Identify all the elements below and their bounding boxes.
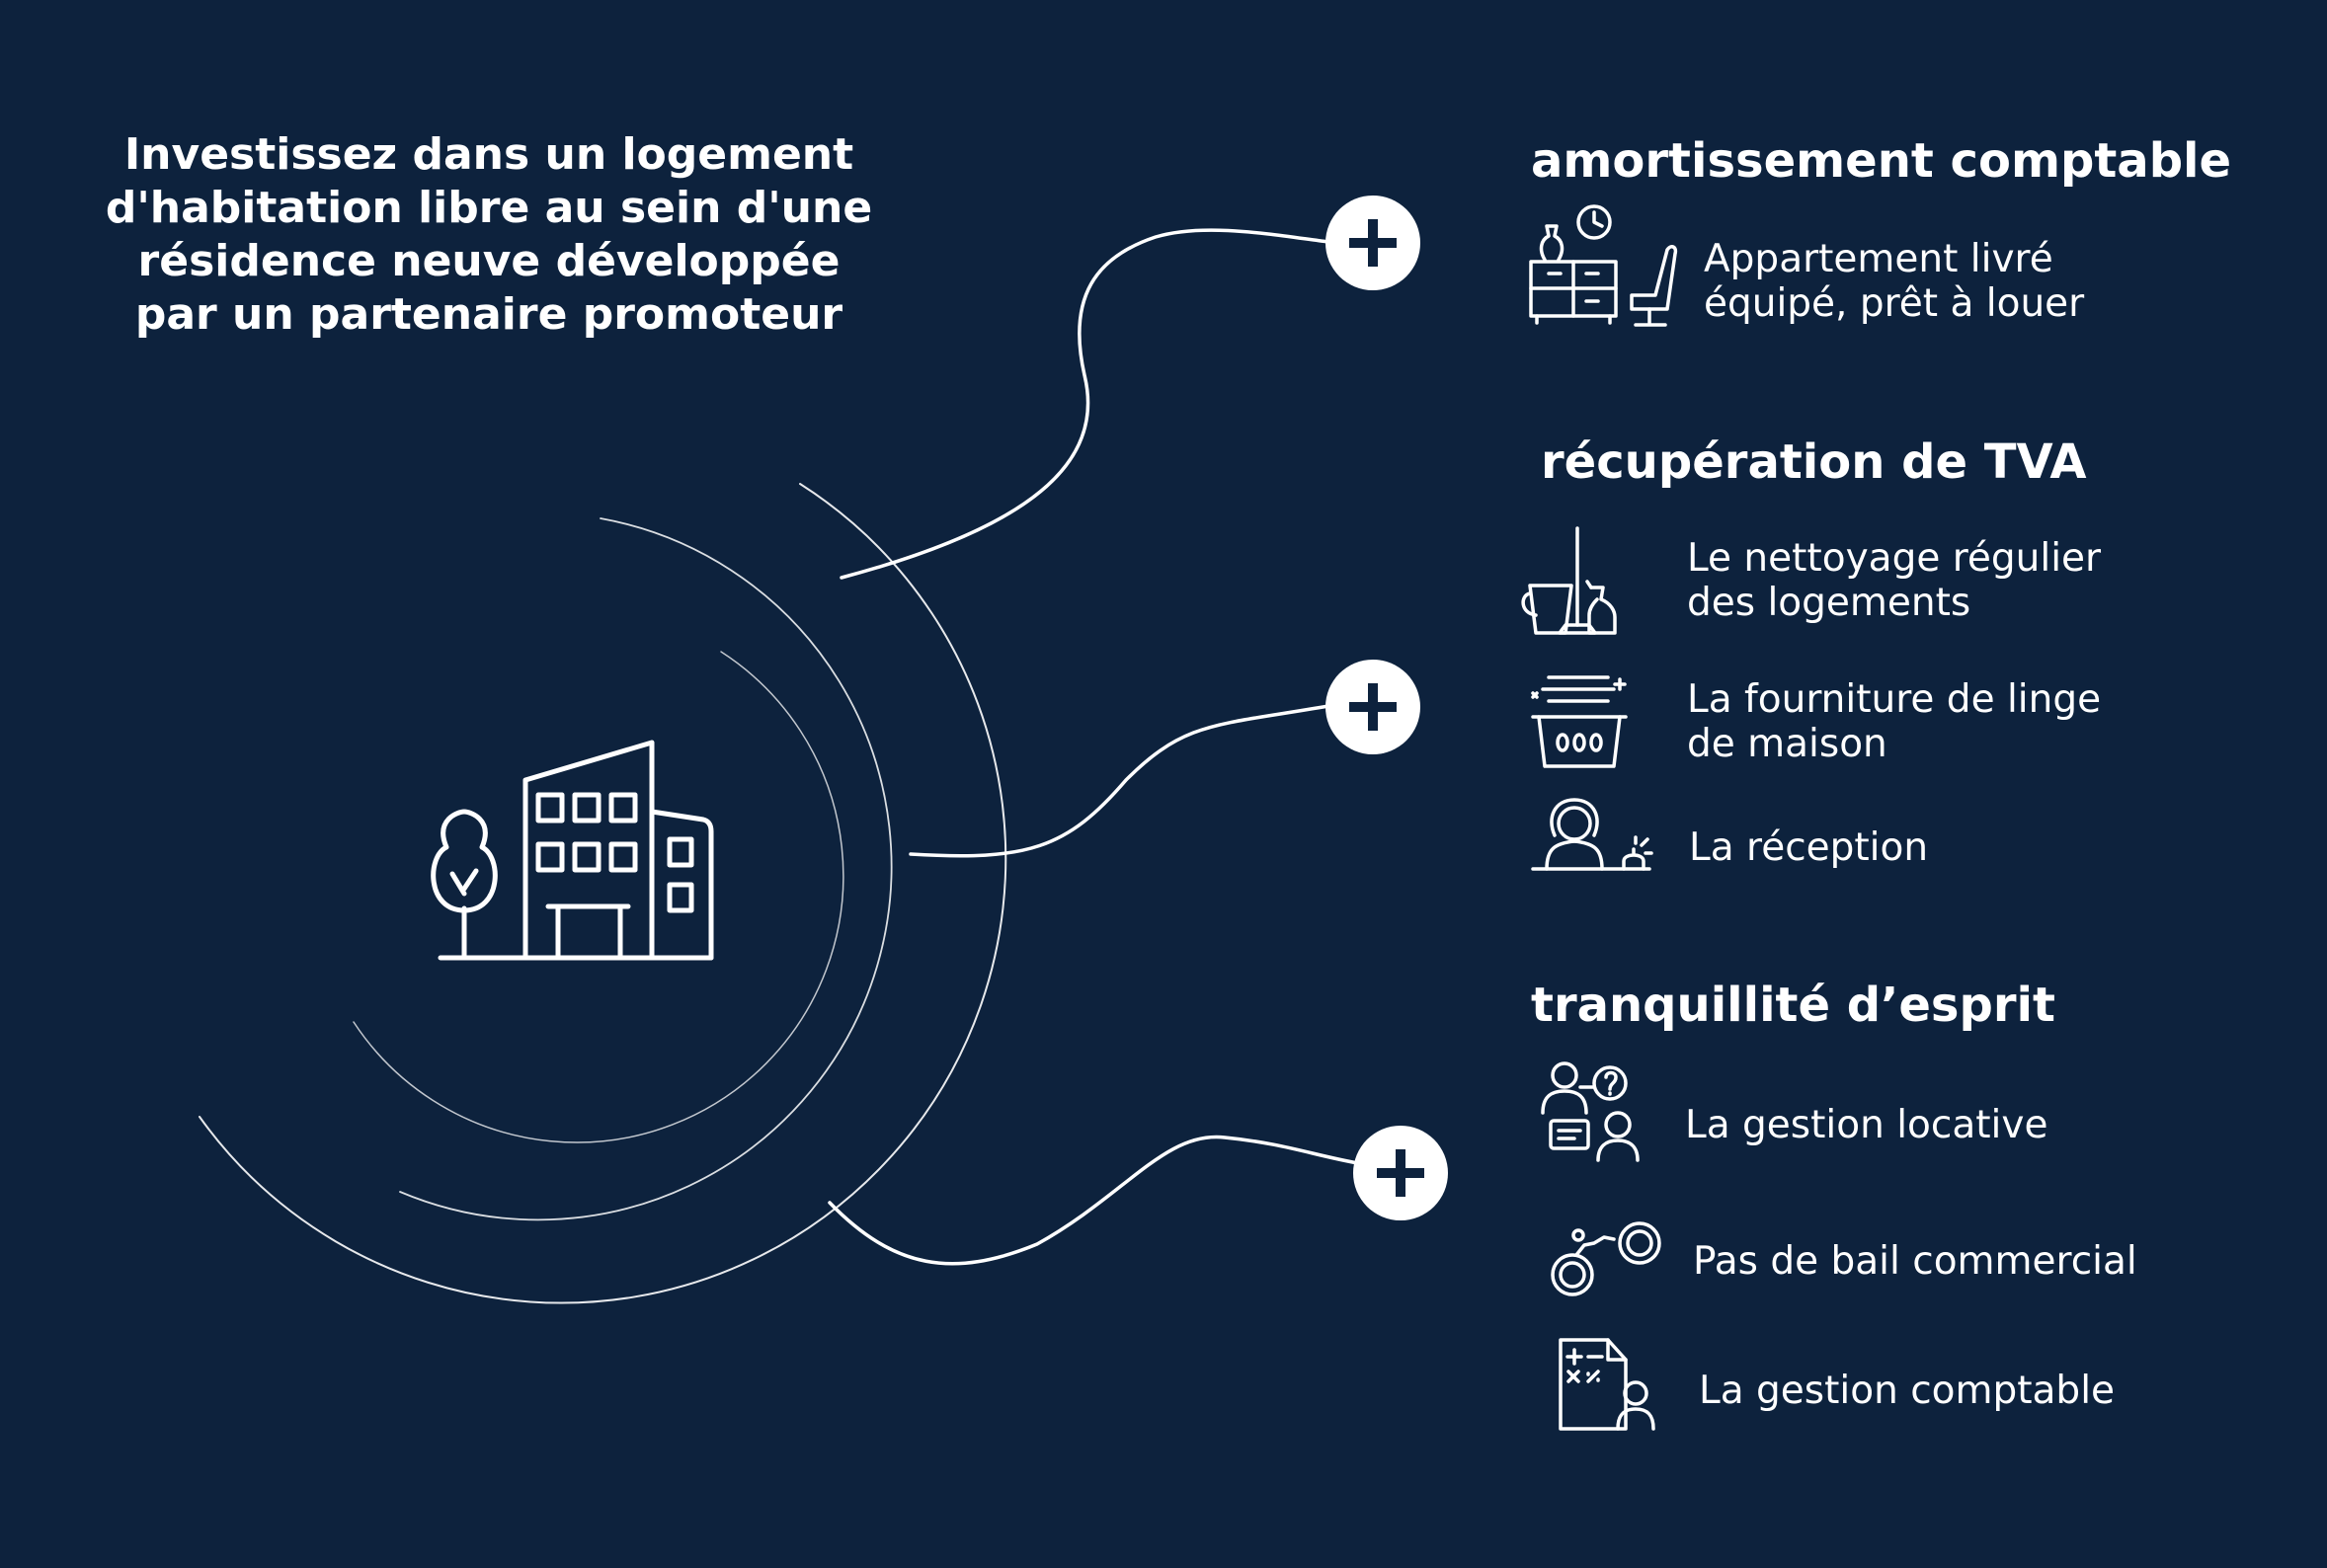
item-reception: La réception: [1689, 825, 1928, 870]
headline-line: d'habitation libre au sein d'une: [105, 183, 873, 233]
item-label: La réception: [1689, 825, 1929, 870]
item-label: des logements: [1687, 581, 1971, 625]
plus-button-middle[interactable]: [1325, 660, 1420, 754]
item-label: de maison: [1687, 722, 1887, 766]
headline: Investissez dans un logement d'habitatio…: [99, 128, 879, 342]
connector-top: [840, 228, 1330, 580]
accounting-icon: [1559, 1338, 1655, 1431]
headline-line: Investissez dans un logement: [123, 129, 854, 180]
plus-icon: [1349, 683, 1397, 731]
item-bail-commercial: Pas de bail commercial: [1693, 1239, 2137, 1284]
connector-bottom: [828, 1135, 1360, 1266]
receptionist-icon: [1531, 798, 1653, 871]
headline-line: par un partenaire promoteur: [134, 289, 843, 340]
middle-arc: [399, 517, 893, 1221]
plus-button-top[interactable]: [1325, 196, 1420, 290]
unlocked-handcuffs-icon: [1551, 1221, 1661, 1296]
building-icon: [431, 740, 714, 961]
item-label: La gestion comptable: [1699, 1369, 2116, 1413]
item-label: La fourniture de linge: [1687, 677, 2102, 722]
item-label: Pas de bail commercial: [1693, 1239, 2137, 1284]
plus-icon: [1349, 219, 1397, 267]
inner-arc: [353, 651, 844, 1143]
outer-arc: [199, 483, 1007, 1304]
furniture-icon: [1529, 204, 1678, 327]
item-label: équipé, prêt à louer: [1704, 281, 2085, 326]
rental-management-icon: [1541, 1061, 1640, 1162]
headline-line: résidence neuve développée: [137, 236, 841, 286]
cleaning-supplies-icon: [1521, 526, 1617, 635]
section-title-tranquillite: tranquillité d’esprit: [1531, 978, 2055, 1033]
plus-button-bottom[interactable]: [1353, 1126, 1448, 1220]
item-label: Le nettoyage régulier: [1687, 536, 2102, 581]
item-label: La gestion locative: [1685, 1103, 2048, 1147]
connector-lines: [828, 228, 1360, 1266]
item-appartement-livre: Appartement livré équipé, prêt à louer: [1704, 237, 2084, 326]
item-fourniture-linge: La fourniture de linge de maison: [1687, 677, 2101, 766]
item-nettoyage: Le nettoyage régulier des logements: [1687, 536, 2101, 625]
item-gestion-locative: La gestion locative: [1685, 1103, 2047, 1147]
connector-middle: [909, 704, 1330, 858]
laundry-basket-icon: [1531, 675, 1628, 768]
concentric-arcs: [199, 483, 1007, 1304]
section-title-amortissement: amortissement comptable: [1531, 133, 2232, 189]
item-gestion-comptable: La gestion comptable: [1699, 1369, 2115, 1413]
section-title-recuperation-tva: récupération de TVA: [1541, 434, 2087, 490]
plus-icon: [1377, 1149, 1424, 1197]
item-label: Appartement livré: [1704, 237, 2053, 281]
